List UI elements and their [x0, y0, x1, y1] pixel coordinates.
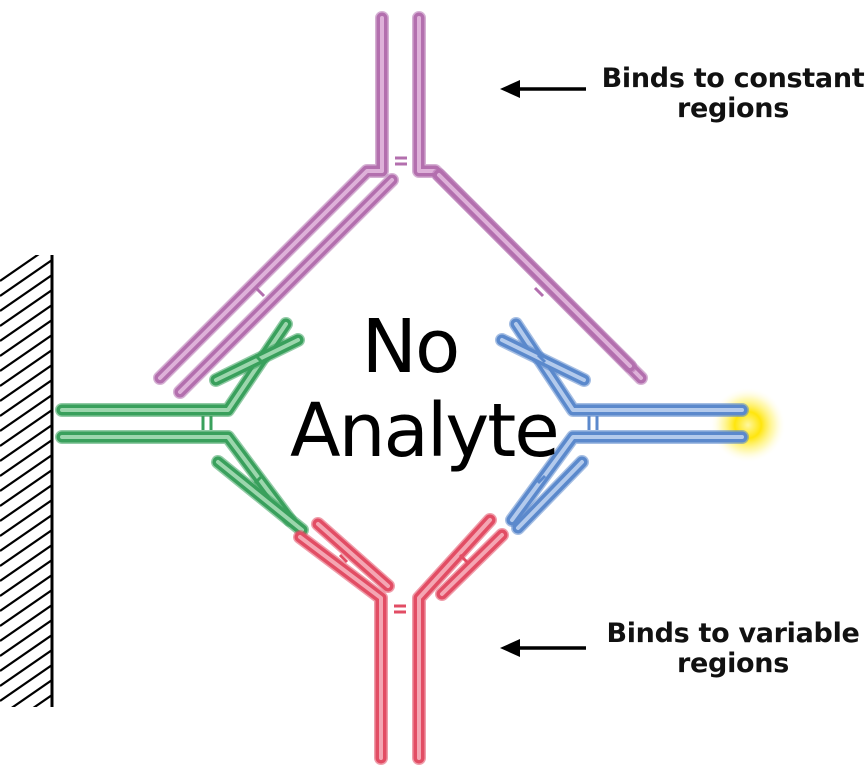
annotation-variable: Binds to variable regions — [600, 619, 866, 679]
right-light-chain-lower — [511, 455, 589, 535]
annotation-variable-line2: regions — [677, 648, 789, 679]
top-light-chain-right — [432, 168, 637, 373]
antibody-right — [495, 317, 749, 535]
fluorescent-glow — [710, 387, 786, 463]
left-light-chain-lower — [211, 455, 309, 537]
center-label: No Analyte — [290, 304, 560, 474]
annotation-constant-line1: Binds to constant — [601, 63, 865, 94]
left-hinge-lower — [253, 474, 264, 485]
top-light-chain-left — [173, 173, 399, 399]
antibody-bottom — [293, 513, 509, 765]
bottom-heavy-chain-left — [293, 530, 388, 765]
arrow-top — [500, 80, 586, 98]
center-label-line2: Analyte — [290, 388, 560, 474]
surface-wall — [0, 255, 54, 707]
annotation-variable-line1: Binds to variable — [606, 618, 860, 649]
bottom-light-chain-left — [311, 517, 395, 593]
top-hinge-left — [254, 286, 266, 298]
right-hinge-upper — [536, 353, 547, 364]
annotation-constant: Binds to constant regions — [600, 64, 866, 124]
antibody-left — [55, 317, 309, 537]
annotation-constant-line2: regions — [677, 93, 789, 124]
left-light-chain-upper — [209, 333, 305, 387]
center-label-line1: No — [361, 304, 461, 390]
right-heavy-chain-lower — [505, 430, 749, 527]
bottom-hinge-left — [338, 553, 349, 564]
bottom-light-chain-right — [435, 528, 509, 601]
top-hinge-right — [533, 286, 545, 298]
left-hinge-upper — [253, 353, 264, 364]
left-heavy-chain-lower — [55, 430, 297, 527]
antibody-top — [153, 11, 648, 399]
right-hinge-lower — [536, 474, 547, 485]
bottom-heavy-chain-right — [412, 513, 497, 765]
top-heavy-chain-left — [153, 11, 389, 385]
bottom-hinge-right — [458, 553, 469, 564]
arrow-bottom — [500, 639, 586, 657]
